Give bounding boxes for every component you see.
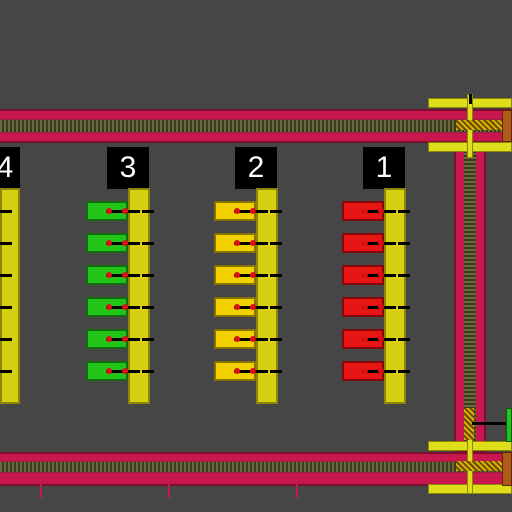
hanger-pin <box>122 336 128 342</box>
bay-2-label: 2 <box>235 147 277 189</box>
hanger-pin <box>378 304 384 310</box>
hanger-pin <box>250 304 256 310</box>
bay-3-label: 3 <box>107 147 149 189</box>
bay-1-rack-hook <box>398 306 410 309</box>
hanger-pin <box>234 368 240 374</box>
hanger-pin <box>362 240 368 246</box>
hanger-pin <box>234 272 240 278</box>
top-belt <box>0 119 512 133</box>
top-brake-block <box>502 110 512 142</box>
bay-2-rack-hook <box>270 210 282 213</box>
hanger-pin <box>362 336 368 342</box>
bay-4-hook <box>0 338 12 341</box>
hanger-pin <box>378 208 384 214</box>
spring-coil-icon <box>464 408 474 440</box>
hanger-pin <box>234 304 240 310</box>
hanger-pin <box>106 208 112 214</box>
hanger-pin <box>250 240 256 246</box>
hanger-pin <box>250 336 256 342</box>
hanger-pin <box>122 208 128 214</box>
bay-4-hook <box>0 242 12 245</box>
bay-2-rack-hook <box>270 306 282 309</box>
bay-4-hook <box>0 274 12 277</box>
bottom-rail-post <box>40 474 42 498</box>
bottom-rail-post <box>296 474 298 498</box>
bay-3-rack-hook <box>142 274 154 277</box>
lift-belt <box>464 145 476 451</box>
hanger-pin <box>234 208 240 214</box>
hanger-pin <box>250 208 256 214</box>
hanger-pin <box>362 208 368 214</box>
bay-3-rack-hook <box>142 306 154 309</box>
hanger-pin <box>362 304 368 310</box>
hanger-pin <box>122 304 128 310</box>
hanger-pin <box>250 272 256 278</box>
bay-2-rack-hook <box>270 370 282 373</box>
hanger-pin <box>106 336 112 342</box>
hanger-pin <box>362 368 368 374</box>
hanger-pin <box>106 368 112 374</box>
hanger-pin <box>362 272 368 278</box>
hanger-pin <box>234 336 240 342</box>
bay-4-hook <box>0 370 12 373</box>
hanger-pin <box>234 240 240 246</box>
bay-4-hook <box>0 210 12 213</box>
spring-coil-icon <box>456 120 502 130</box>
hanger-pin <box>378 240 384 246</box>
hanger-pin <box>106 240 112 246</box>
bay-1-rack-hook <box>398 242 410 245</box>
bay-2-rack-hook <box>270 338 282 341</box>
bottom-brake-block <box>502 452 512 486</box>
bay-2-rack-hook <box>270 242 282 245</box>
hanger-pin <box>378 336 384 342</box>
bay-3-rack-hook <box>142 338 154 341</box>
cart-icon[interactable] <box>506 408 512 442</box>
hanger-pin <box>106 272 112 278</box>
bay-1-rack-hook <box>398 210 410 213</box>
bay-1-rack-hook <box>398 338 410 341</box>
hanger-pin <box>122 368 128 374</box>
hanger-pin <box>106 304 112 310</box>
hanger-pin <box>122 272 128 278</box>
hanger-pin <box>378 272 384 278</box>
hanger-pin <box>378 368 384 374</box>
bay-4-hook <box>0 306 12 309</box>
hanger-pin <box>122 240 128 246</box>
bay-1-rack-hook <box>398 274 410 277</box>
spring-coil-icon <box>456 461 502 471</box>
bay-1-rack-hook <box>398 370 410 373</box>
bottom-belt <box>0 461 512 473</box>
bay-3-rack-hook <box>142 370 154 373</box>
bottom-rail-post <box>168 474 170 498</box>
hanger-pin <box>250 368 256 374</box>
top-lift-cap <box>469 94 472 104</box>
bay-3-rack-hook <box>142 210 154 213</box>
cart-arm <box>472 422 510 425</box>
bay-1-label: 1 <box>363 147 405 189</box>
bay-3-rack-hook <box>142 242 154 245</box>
bay-2-rack-hook <box>270 274 282 277</box>
bay-4-label: 4 <box>0 147 20 189</box>
